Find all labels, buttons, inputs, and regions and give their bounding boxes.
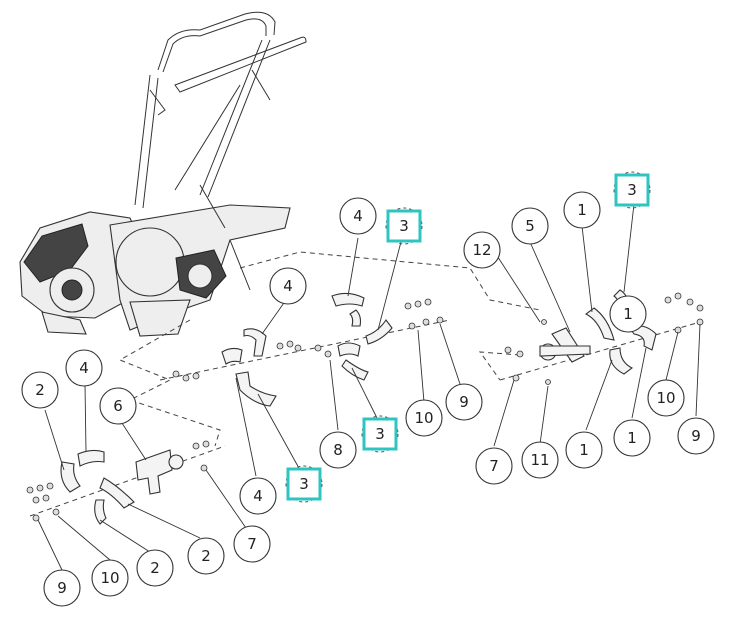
callout-label: 1	[623, 305, 633, 323]
tine-blade	[365, 319, 393, 345]
callout-label: 4	[353, 207, 363, 225]
callout-label: 2	[150, 559, 160, 577]
callout-circle	[187, 537, 225, 575]
tine-blade	[337, 342, 361, 357]
highlight-box	[614, 173, 650, 207]
callout-circle	[647, 379, 685, 417]
highlight-box	[386, 209, 422, 243]
callout-label: 1	[579, 441, 589, 459]
callout-circle	[565, 431, 603, 469]
callout-circle	[285, 465, 323, 503]
callout-circle	[361, 415, 399, 453]
hub-flange	[135, 449, 173, 495]
callout-label: 12	[472, 241, 491, 259]
tine-blade	[584, 307, 615, 341]
callout-circle	[239, 477, 277, 515]
callout-label: 9	[459, 393, 469, 411]
callout-label: 4	[253, 487, 263, 505]
highlighted-callout-label: 3	[399, 217, 409, 235]
callout-circle	[91, 559, 129, 597]
callout-label: 2	[201, 547, 211, 565]
tine-blade	[77, 449, 105, 467]
highlighted-callout-label: 3	[375, 425, 385, 443]
tine-blade	[349, 309, 362, 327]
callout-label: 1	[627, 429, 637, 447]
callout-circle	[609, 295, 647, 333]
callout-circle	[563, 191, 601, 229]
callout-circle	[233, 525, 271, 563]
hub-flange	[551, 327, 585, 363]
tine-blade	[243, 328, 267, 357]
assembly-guide-lines	[29, 251, 701, 517]
tine-blade	[221, 347, 243, 365]
callout-circle	[319, 431, 357, 469]
callout-label: 9	[57, 579, 67, 597]
callout-circle	[136, 549, 174, 587]
tine-blade	[235, 371, 277, 407]
callout-circle	[269, 267, 307, 305]
tine-blade	[609, 347, 634, 375]
callout-circle	[43, 569, 81, 607]
highlighted-callout-group: 3 3 3 3	[285, 171, 651, 503]
tiller-machine	[19, 11, 307, 337]
tine-blade	[60, 461, 81, 493]
callout-label: 11	[530, 451, 549, 469]
callout-circle	[475, 447, 513, 485]
callout-label: 5	[525, 217, 535, 235]
highlight-box	[286, 467, 322, 501]
highlight-box	[362, 417, 398, 451]
highlighted-callout-label: 3	[627, 181, 637, 199]
callout-label: 8	[333, 441, 343, 459]
callout-label: 6	[113, 397, 123, 415]
callout-circle	[385, 207, 423, 245]
callout-circle	[65, 349, 103, 387]
callout-circle	[21, 371, 59, 409]
callout-circle	[521, 441, 559, 479]
callout-label: 4	[283, 277, 293, 295]
callout-circle	[445, 383, 483, 421]
callout-circle	[405, 399, 443, 437]
highlighted-callout-label: 3	[299, 475, 309, 493]
tine-blade	[94, 499, 107, 525]
callout-label: 9	[691, 427, 701, 445]
leader-lines	[37, 203, 701, 571]
tine-parts	[60, 289, 657, 525]
callout-circle	[463, 231, 501, 269]
tine-blade	[331, 292, 365, 307]
callout-label: 4	[79, 359, 89, 377]
callout-circle	[677, 417, 715, 455]
callout-label: 10	[100, 569, 119, 587]
callout-label: 7	[247, 535, 257, 553]
callout-circle	[613, 171, 651, 209]
tine-blade	[341, 359, 369, 381]
callout-label: 10	[414, 409, 433, 427]
callout-circle	[613, 419, 651, 457]
callout-label: 2	[35, 381, 45, 399]
callout-label: 1	[577, 201, 587, 219]
callout-label: 7	[489, 457, 499, 475]
callout-circle	[99, 387, 137, 425]
callout-label: 10	[656, 389, 675, 407]
callout-circle	[339, 197, 377, 235]
tine-blade	[99, 477, 135, 509]
callout-circle	[511, 207, 549, 245]
hardware	[26, 292, 704, 522]
